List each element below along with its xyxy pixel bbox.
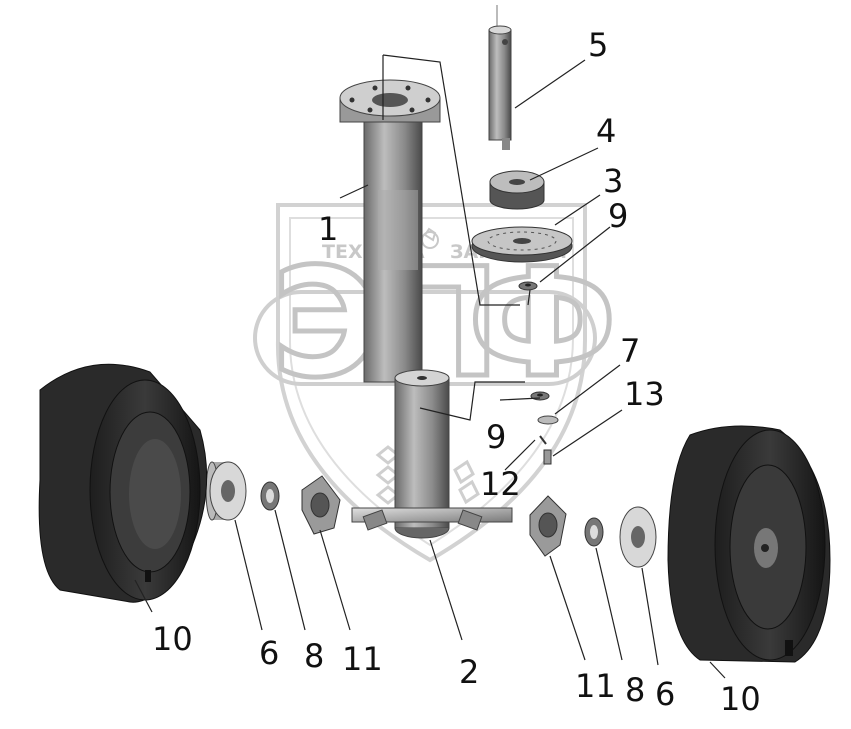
label-1: 1: [318, 210, 338, 248]
watermark-gear-icon: [421, 227, 440, 249]
part-7-washer: [537, 415, 559, 425]
label-2: 2: [459, 653, 479, 691]
label-12: 12: [480, 465, 521, 503]
part-12-cotter: [539, 435, 547, 445]
label-8-right: 8: [625, 671, 645, 709]
part-13-screw: [543, 449, 552, 465]
part-10-wheel-left: [38, 363, 208, 603]
label-6-right: 6: [655, 675, 675, 713]
label-11-left: 11: [342, 640, 383, 678]
label-11-right: 11: [575, 667, 616, 705]
part-8-bearing-right: [584, 517, 604, 547]
part-9-washer-top: [518, 281, 538, 291]
part-4-bushing: [489, 170, 545, 210]
part-8-bearing-left: [260, 481, 280, 511]
label-10-right: 10: [720, 680, 761, 718]
label-9-top: 9: [608, 197, 628, 235]
part-10-wheel-right: [667, 425, 831, 663]
label-4: 4: [596, 112, 616, 150]
part-1-tube-flange: [339, 79, 441, 383]
label-10-left: 10: [152, 620, 193, 658]
label-6-left: 6: [259, 634, 279, 672]
part-number-labels: 1 2 3 4 5 6 6 7 8 8 9 9 10 10 11 11 12 1…: [152, 26, 761, 718]
label-7: 7: [620, 332, 640, 370]
part-5-pin: [488, 5, 512, 150]
watermark-letter-f: Ф: [468, 237, 617, 411]
part-11-housing-right: [529, 495, 567, 557]
part-6-hub-left: [205, 461, 247, 521]
part-2-axle-column: [351, 369, 513, 539]
leader-lines: [134, 54, 726, 679]
label-5: 5: [588, 26, 608, 64]
part-11-housing-left: [301, 475, 341, 535]
label-9-mid: 9: [486, 418, 506, 456]
label-8-left: 8: [304, 637, 324, 675]
part-6-hub-right: [619, 506, 657, 568]
part-3-disc: [471, 226, 573, 263]
label-13: 13: [624, 375, 665, 413]
label-3: 3: [603, 162, 623, 200]
